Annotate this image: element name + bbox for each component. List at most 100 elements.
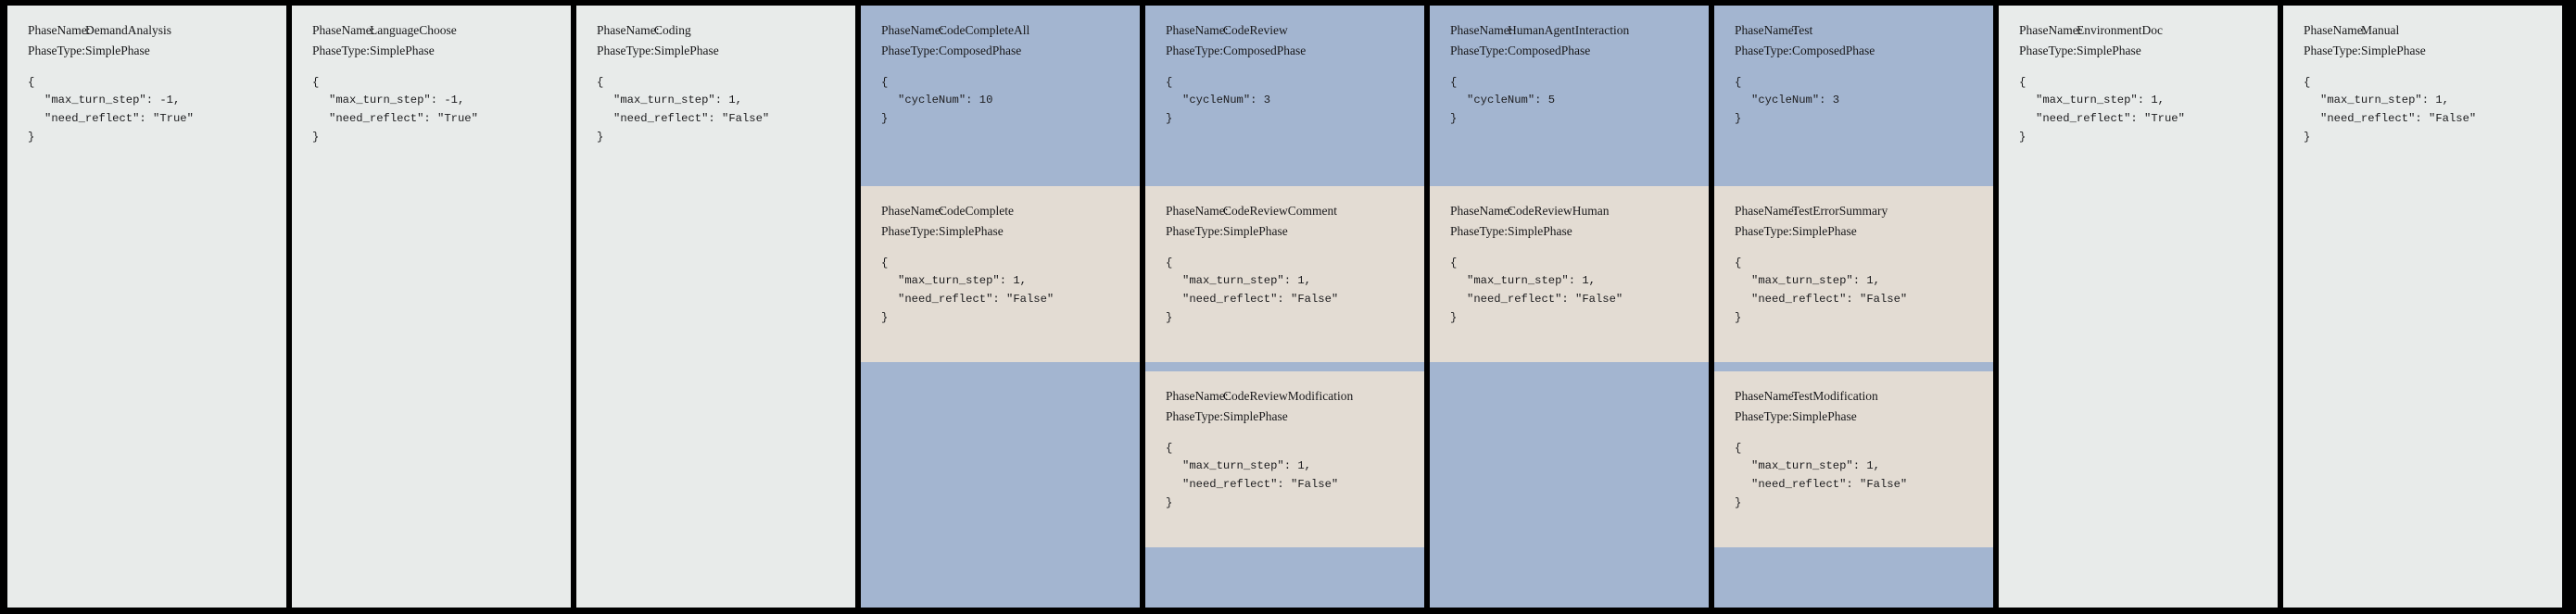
phase-type-value: SimplePhase [85,44,150,58]
phase-name-value: HumanAgentInteraction [1508,23,1630,37]
phase-type-label: PhaseType: [1735,409,1793,424]
phase-type-label: PhaseType: [2304,44,2362,58]
phase-config-json: {"max_turn_step": 1,"need_reflect": "Fal… [597,74,835,147]
phase-type-value: ComposedPhase [1223,44,1307,58]
phase-type-value: SimplePhase [654,44,719,58]
json-brace-open: { [1450,256,1458,269]
phase-type-label: PhaseType: [2019,44,2077,58]
json-config-line: "need_reflect": "False" [1182,293,1339,307]
phase-name-value: EnvironmentDoc [2077,23,2163,37]
json-config-line: "max_turn_step": 1, [1182,274,1311,288]
phase-config-json: {"max_turn_step": -1,"need_reflect": "Tr… [28,74,266,147]
phase-config-json: {"max_turn_step": -1,"need_reflect": "Tr… [312,74,550,147]
phase-type-value: SimplePhase [2361,44,2426,58]
phase-name-label-row: PhaseName:EnvironmentDoc [2019,20,2257,41]
phase-name-value: CodeReviewHuman [1508,204,1610,218]
json-config-line: "cycleNum": 3 [1751,94,1840,107]
phase-name-label: PhaseName: [1450,204,1513,218]
phase-name-label: PhaseName: [1735,204,1798,218]
phase-type-value: SimplePhase [1508,224,1572,239]
json-config-line: "max_turn_step": 1, [1751,459,1880,473]
phase-name-label: PhaseName: [1166,389,1229,403]
phase-type-value: SimplePhase [1792,224,1857,239]
phase-config-json: {"max_turn_step": 1,"need_reflect": "Fal… [1166,255,1404,328]
phase-name-value: DemandAnalysis [85,23,171,37]
json-brace-open: { [1735,75,1742,89]
json-brace-open: { [597,75,604,89]
json-config-line: "need_reflect": "False" [1751,478,1908,492]
phase-name-label-row: PhaseName:DemandAnalysis [28,20,266,41]
phase-name-label-row: PhaseName:LanguageChoose [312,20,550,41]
json-brace-close: } [2019,130,2027,144]
phase-type-value: SimplePhase [1223,224,1288,239]
json-config-line: "cycleNum": 3 [1182,94,1271,107]
phase-type-label: PhaseType: [1450,224,1509,239]
composed-phase-filler [861,367,1140,608]
json-brace-open: { [881,256,889,269]
phase-name-value: CodeReviewComment [1223,204,1337,218]
phase-name-label-row: PhaseName:HumanAgentInteraction [1450,20,1688,41]
phase-name-label-row: PhaseName:CodeReviewHuman [1450,201,1688,221]
phase-type-value: SimplePhase [370,44,435,58]
phase-name-label: PhaseName: [28,23,91,37]
phase-config-json: {"max_turn_step": 1,"need_reflect": "Fal… [881,255,1119,328]
json-brace-close: } [881,310,889,324]
phase-name-label-row: PhaseName:CodeReviewModification [1166,386,1404,407]
phase-name-label: PhaseName: [1450,23,1513,37]
phase-type-label-row: PhaseType:ComposedPhase [1450,41,1688,61]
phase-type-label-row: PhaseType:SimplePhase [881,221,1119,242]
phase-name-label: PhaseName: [881,23,944,37]
phase-name-label-row: PhaseName:Test [1735,20,1973,41]
json-brace-close: } [1166,495,1173,509]
json-brace-open: { [1450,75,1458,89]
phase-config-json: {"max_turn_step": 1,"need_reflect": "Tru… [2019,74,2257,147]
composed-phase-filler [1145,552,1424,608]
phase-type-label: PhaseType: [881,224,940,239]
json-config-line: "need_reflect": "True" [2036,112,2185,126]
json-config-line: "cycleNum": 10 [898,94,993,107]
phase-type-label-row: PhaseType:SimplePhase [1735,407,1973,427]
json-brace-open: { [312,75,320,89]
phase-name-value: Test [1792,23,1813,37]
phase-config-json: {"max_turn_step": 1,"need_reflect": "Fal… [1735,255,1973,328]
phase-type-label: PhaseType: [1450,44,1509,58]
phase-name-value: CodeComplete [939,204,1014,218]
phase-name-label-row: PhaseName:Coding [597,20,835,41]
phase-name-value: CodeReview [1223,23,1288,37]
phase-type-value: SimplePhase [1792,409,1857,424]
json-brace-close: } [597,130,604,144]
phase-type-label-row: PhaseType:ComposedPhase [1166,41,1404,61]
phase-name-label-row: PhaseName:CodeComplete [881,201,1119,221]
json-config-line: "max_turn_step": 1, [898,274,1027,288]
phase-name-label-row: PhaseName:CodeCompleteAll [881,20,1119,41]
phase-name-value: Manual [2361,23,2400,37]
composed-phase-filler [1714,552,1993,608]
json-config-line: "need_reflect": "False" [1751,293,1908,307]
phase-type-value: ComposedPhase [939,44,1022,58]
phase-name-label-row: PhaseName:TestModification [1735,386,1973,407]
